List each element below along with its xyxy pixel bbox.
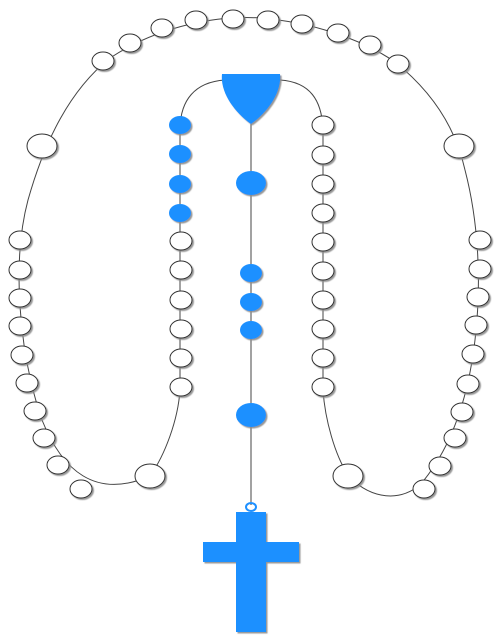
- bead: [69, 479, 93, 499]
- bead: [428, 456, 452, 476]
- bead: [118, 33, 142, 53]
- highlighted-bead: [169, 116, 191, 134]
- bead: [311, 319, 335, 339]
- bead: [32, 428, 56, 448]
- highlighted-bead: [169, 145, 191, 163]
- bead: [456, 374, 480, 394]
- bead: [15, 373, 39, 393]
- bead: [311, 115, 335, 135]
- highlighted-bead: [240, 321, 262, 339]
- bead: [10, 345, 34, 365]
- bead: [8, 288, 32, 308]
- bead: [311, 261, 335, 281]
- bead: [386, 54, 410, 74]
- bead: [8, 230, 32, 250]
- bead: [466, 287, 490, 307]
- bead: [311, 145, 335, 165]
- bead: [221, 9, 245, 29]
- bead-group: [8, 9, 492, 499]
- highlighted-bead: [240, 293, 262, 311]
- highlighted-bead: [236, 403, 266, 427]
- bead: [311, 232, 335, 252]
- cross-icon: [203, 512, 299, 632]
- bead: [169, 319, 193, 339]
- bead: [169, 377, 193, 397]
- bead: [311, 377, 335, 397]
- bead: [468, 259, 492, 279]
- bead: [8, 260, 32, 280]
- bead: [91, 51, 115, 71]
- bead: [26, 133, 58, 159]
- bead: [169, 231, 193, 251]
- highlighted-bead: [240, 264, 262, 282]
- pendant-group: [203, 74, 299, 632]
- bead: [169, 290, 193, 310]
- crucifix-ring: [245, 502, 257, 512]
- bead: [23, 401, 47, 421]
- bead: [358, 35, 382, 55]
- bead: [443, 428, 467, 448]
- bead: [332, 463, 364, 489]
- bead: [134, 463, 166, 489]
- bead: [450, 402, 474, 422]
- bead: [311, 290, 335, 310]
- bead: [464, 315, 488, 335]
- bead: [290, 14, 314, 34]
- bead: [443, 133, 475, 159]
- bead: [8, 316, 32, 336]
- highlighted-bead: [169, 204, 191, 222]
- bead: [311, 348, 335, 368]
- highlighted-bead: [169, 175, 191, 193]
- heart-shaped-centerpiece-icon: [221, 74, 281, 124]
- bead: [311, 174, 335, 194]
- bead: [184, 10, 208, 30]
- bead: [169, 260, 193, 280]
- bead: [461, 344, 485, 364]
- bead: [311, 203, 335, 223]
- bead: [412, 479, 436, 499]
- bead: [169, 348, 193, 368]
- bead: [326, 23, 350, 43]
- bead: [46, 455, 70, 475]
- bead: [256, 10, 280, 30]
- bead: [150, 18, 174, 38]
- bead: [468, 230, 492, 250]
- highlighted-bead: [236, 171, 266, 195]
